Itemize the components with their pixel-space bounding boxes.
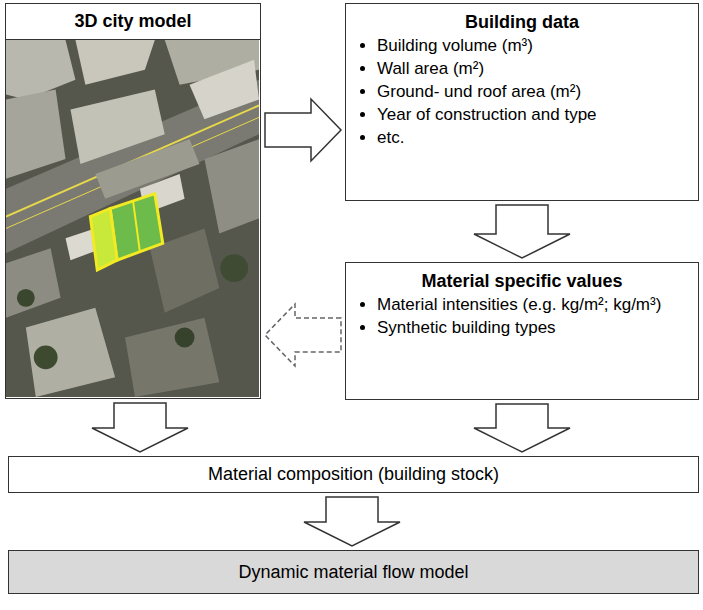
box-heading: Material specific values [356,271,688,292]
aerial-photo [6,40,259,397]
band-text: Dynamic material flow model [238,562,468,583]
block-arrow [474,205,570,258]
bullet-text: Year of construction and type [377,104,597,125]
box-heading: Building data [356,12,688,33]
bullet-item: Synthetic building types [356,317,688,338]
values-box: Material specific valuesMaterial intensi… [345,262,699,400]
block-arrow [304,497,400,546]
bullet-item: Material intensities (e.g. kg/m²; kg/m³) [356,294,688,315]
bullet-text: Ground- und roof area (m²) [377,81,581,102]
panel-title: 3D city model [10,11,256,32]
block-arrow [265,304,341,366]
bullet-text: Material intensities (e.g. kg/m²; kg/m³) [377,294,661,315]
flow-model-box: Dynamic material flow model [8,550,699,594]
bullet-text: Building volume (m³) [377,35,533,56]
bullet-dot [360,302,365,307]
bullet-dot [360,66,365,71]
model-panel: 3D city model [5,3,261,399]
bullet-text: Synthetic building types [377,317,556,338]
bullet-text: Wall area (m²) [377,58,484,79]
bullet-dot [360,135,365,140]
block-arrow [265,99,341,161]
composition-box: Material composition (building stock) [8,456,699,493]
bullet-item: Building volume (m³) [356,35,688,56]
bullet-dot [360,89,365,94]
bullet-text: etc. [377,127,404,148]
block-arrow [474,404,570,452]
bullet-item: Ground- und roof area (m²) [356,81,688,102]
bullet-dot [360,325,365,330]
panel-header: 3D city model [6,4,260,40]
block-arrow [92,403,188,452]
data-box: Building dataBuilding volume (m³)Wall ar… [345,3,699,201]
bullet-item: Year of construction and type [356,104,688,125]
bullet-item: Wall area (m²) [356,58,688,79]
band-text: Material composition (building stock) [208,464,499,485]
bullet-dot [360,112,365,117]
bullet-item: etc. [356,127,688,148]
bullet-dot [360,43,365,48]
photo-area [6,40,260,397]
